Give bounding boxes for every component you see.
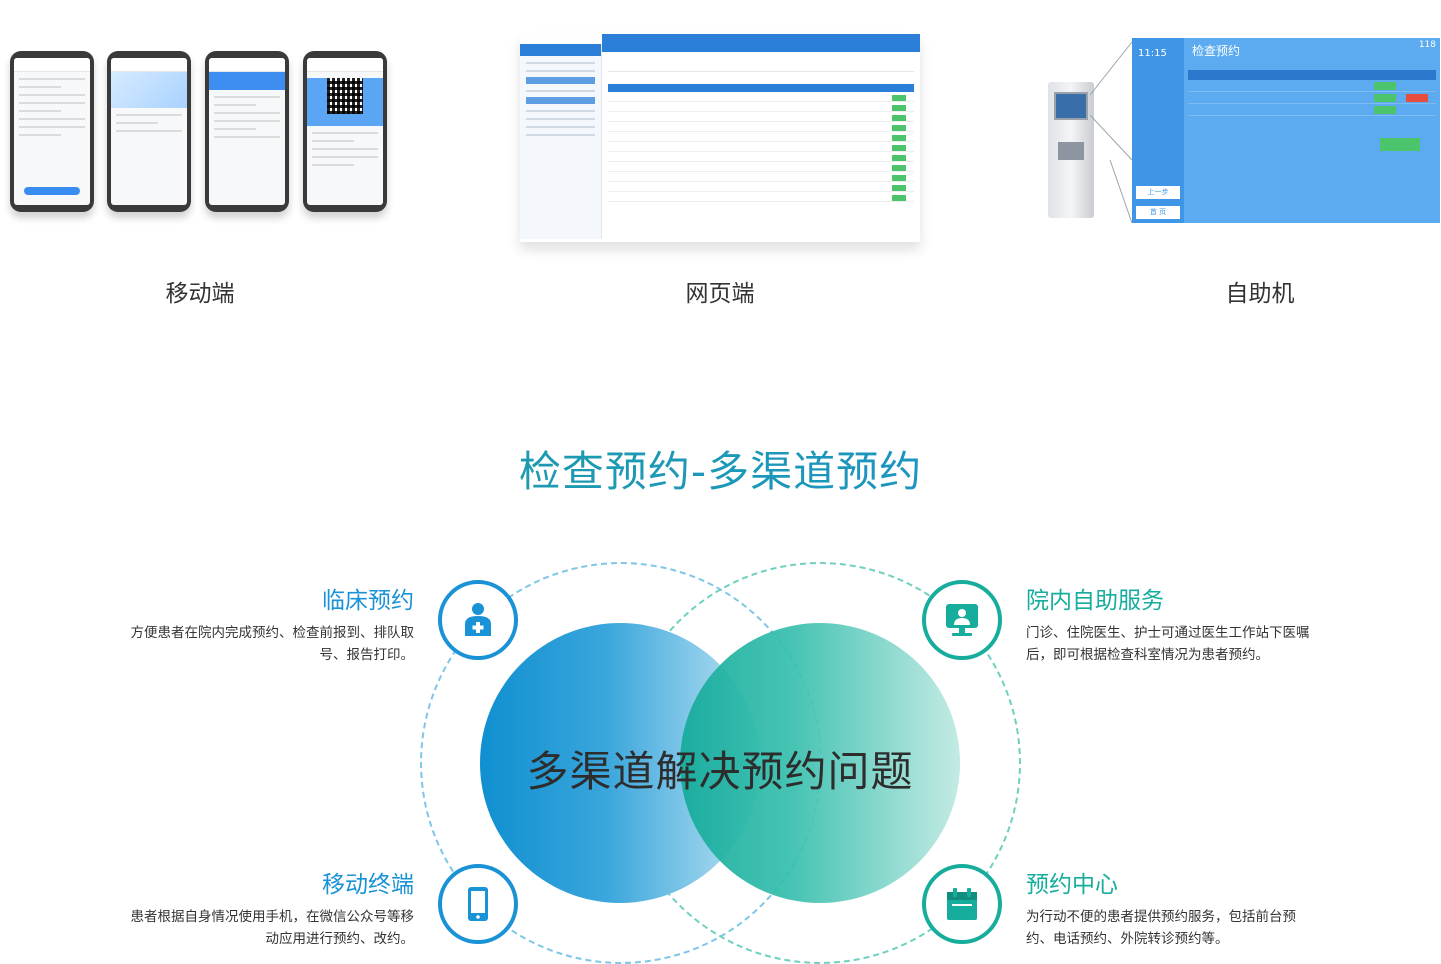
doctor-plus-icon (438, 580, 518, 660)
phone-mockup-form (10, 51, 94, 212)
showcase-section: 移动端 网页端 11:15 检查预约 118 上一步 (0, 0, 1441, 320)
calendar-icon (922, 864, 1002, 944)
web-screenshot (520, 34, 920, 242)
diagram-center-text: 多渠道解决预约问题 (526, 747, 914, 796)
kiosk-prev-button[interactable]: 上一步 (1136, 186, 1180, 199)
caption-kiosk: 自助机 (1225, 281, 1295, 307)
qrcode-icon (327, 78, 363, 114)
monitor-user-icon (922, 580, 1002, 660)
feature-title-mobile: 移动终端 (322, 872, 414, 898)
feature-desc-self-service: 门诊、住院医生、护士可通过医生工作站下医嘱后，即可根据检查科室情况为患者预约。 (1026, 625, 1310, 663)
kiosk-connector-lines (1090, 41, 1133, 224)
kiosk-time: 11:15 (1138, 48, 1167, 59)
caption-web: 网页端 (685, 281, 755, 307)
mobile-phone-icon (438, 864, 518, 944)
feature-title-self-service: 院内自助服务 (1026, 588, 1164, 614)
kiosk-number: 118 (1418, 40, 1436, 50)
web-main (602, 34, 920, 242)
kiosk-title: 检查预约 (1192, 44, 1241, 58)
feature-title-clinical: 临床预约 (322, 588, 414, 614)
kiosk-screen: 11:15 检查预约 118 上一步 首 页 (1132, 38, 1440, 223)
phone-mockup-home (107, 51, 191, 212)
phone-mockup-record (205, 51, 289, 212)
kiosk-confirm-button[interactable] (1380, 138, 1420, 151)
diagram-title: 检查预约-多渠道预约 (0, 438, 1441, 499)
venn-circle-green (680, 623, 960, 903)
feature-title-center: 预约中心 (1026, 872, 1118, 898)
web-sidebar (520, 44, 602, 239)
feature-desc-mobile: 患者根据自身情况使用手机，在微信公众号等移动应用进行预约、改约。 (130, 909, 415, 947)
feature-desc-center: 为行动不便的患者提供预约服务，包括前台预约、电话预约、外院转诊预约等。 (1026, 909, 1296, 947)
feature-desc-clinical: 方便患者在院内完成预约、检查前报到、排队取号、报告打印。 (130, 625, 415, 663)
caption-mobile: 移动端 (165, 281, 235, 307)
kiosk-machine (1040, 82, 1100, 218)
kiosk-table (1188, 70, 1436, 116)
phone-mockup-qrcode (303, 51, 387, 212)
kiosk-home-button[interactable]: 首 页 (1136, 206, 1180, 219)
